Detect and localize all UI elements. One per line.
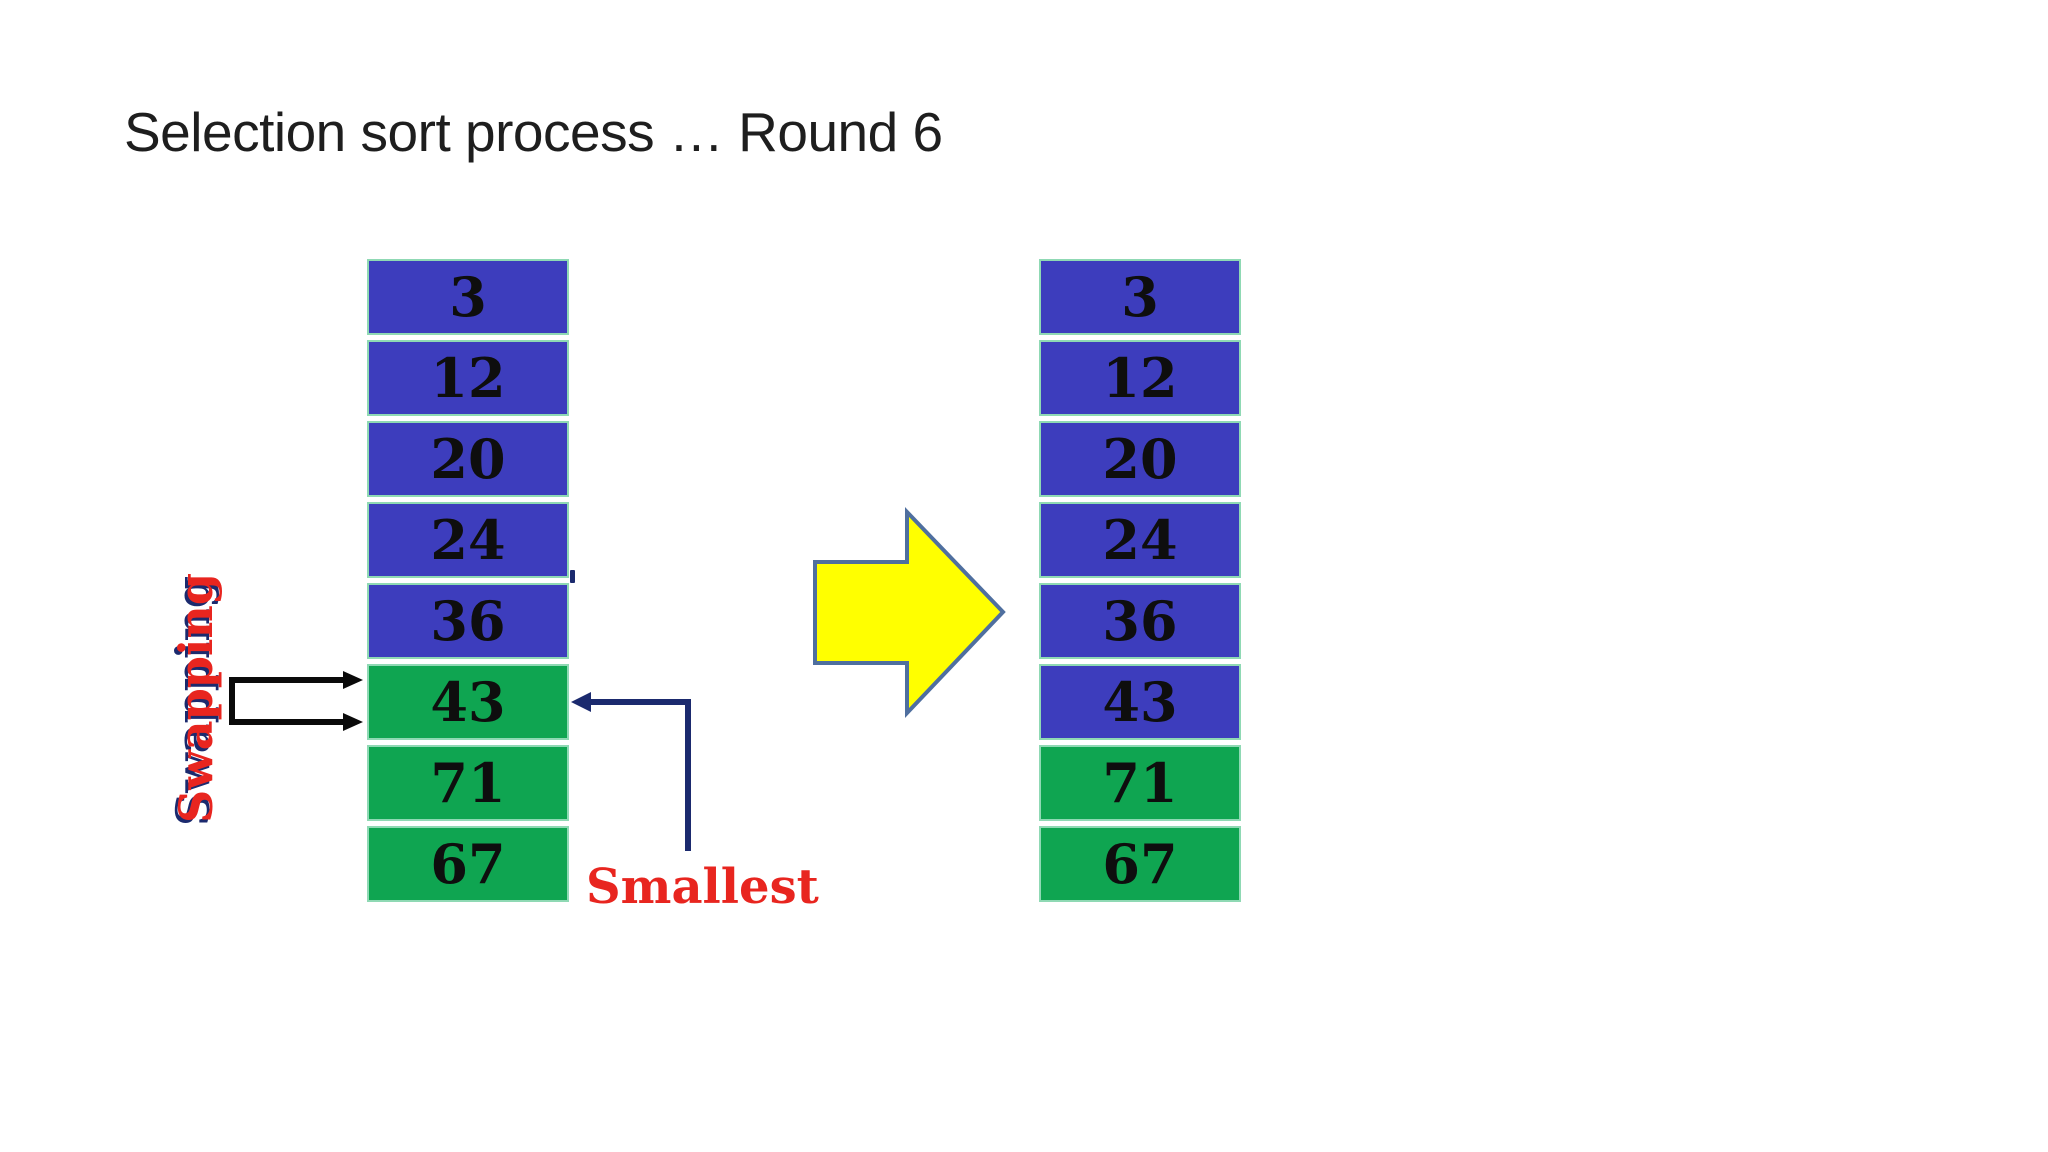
array-cell: 12 <box>367 340 569 416</box>
smallest-label: Smallest <box>586 859 819 915</box>
transition-arrow-icon <box>813 507 1006 719</box>
array-cell: 43 <box>367 664 569 740</box>
smallest-pointer-icon <box>571 692 691 851</box>
page-title: Selection sort process … Round 6 <box>124 101 943 163</box>
array-cell: 20 <box>367 421 569 497</box>
swapping-label: Swapping <box>169 572 223 824</box>
array-cell: 12 <box>1039 340 1241 416</box>
array-cell: 3 <box>1039 259 1241 335</box>
array-cell: 71 <box>1039 745 1241 821</box>
array-cell: 67 <box>367 826 569 902</box>
array-cell: 3 <box>367 259 569 335</box>
array-cell: 24 <box>367 502 569 578</box>
array-cell: 67 <box>1039 826 1241 902</box>
array-cell: 20 <box>1039 421 1241 497</box>
stray-mark <box>570 570 575 583</box>
array-cell: 24 <box>1039 502 1241 578</box>
array-cell: 43 <box>1039 664 1241 740</box>
swap-arrows-icon <box>229 671 363 731</box>
array-cell: 36 <box>1039 583 1241 659</box>
array-cell: 71 <box>367 745 569 821</box>
array-cell: 36 <box>367 583 569 659</box>
